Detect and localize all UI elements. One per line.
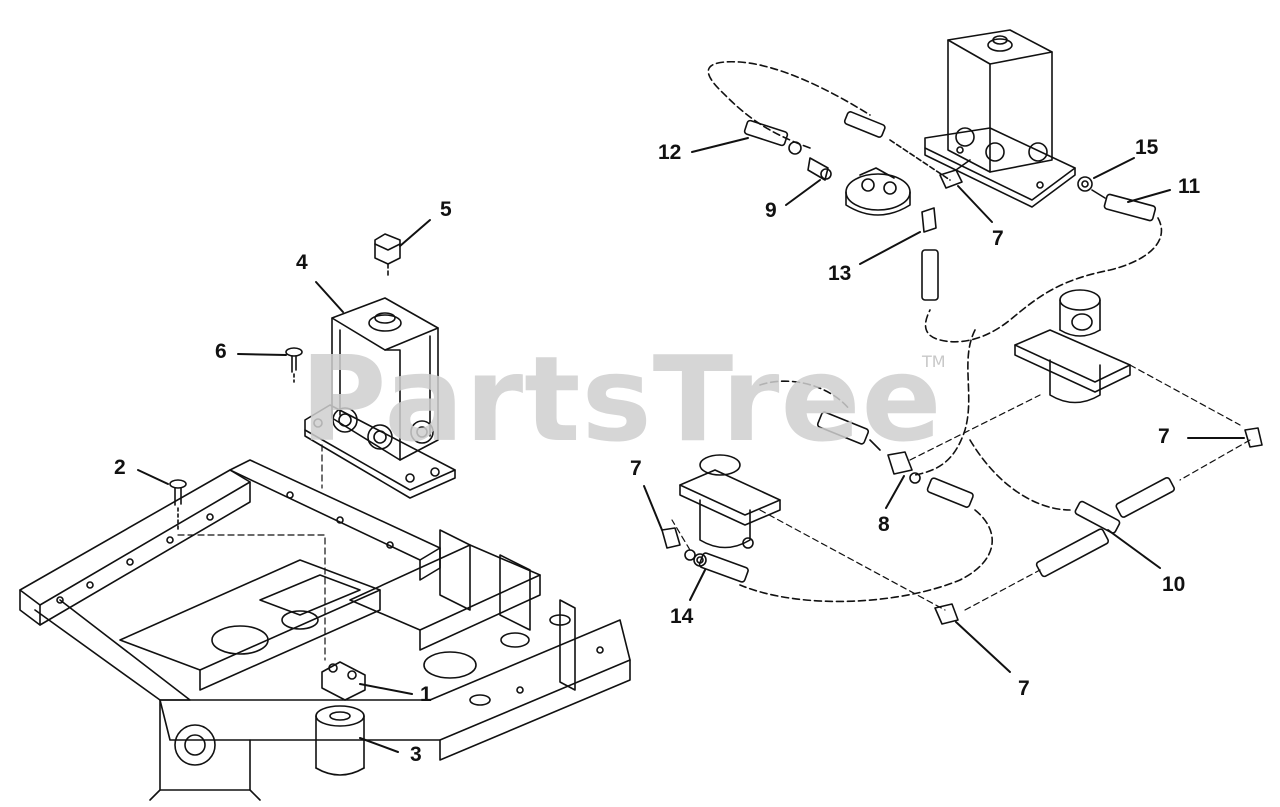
dashed-routing bbox=[671, 364, 1251, 611]
hose-12 bbox=[707, 60, 886, 155]
fitting-9 bbox=[807, 157, 832, 181]
fitting-13 bbox=[921, 207, 939, 301]
trademark-symbol: TM bbox=[922, 352, 946, 371]
fitting-15 bbox=[1077, 176, 1106, 199]
part-label-9: 9 bbox=[765, 199, 777, 222]
fitting-7-right bbox=[1244, 427, 1263, 448]
wheel-motor-left bbox=[679, 454, 781, 549]
oil-filter bbox=[315, 705, 365, 776]
part-label-6: 6 bbox=[215, 340, 227, 363]
upper-reservoir bbox=[924, 29, 1076, 208]
hose-11 bbox=[924, 193, 1163, 343]
hydraulic-pump bbox=[845, 167, 911, 216]
hose-upper-lines bbox=[759, 139, 976, 476]
leaders-left bbox=[137, 219, 431, 753]
part-label-5: 5 bbox=[440, 198, 452, 221]
part-label-7-right: 7 bbox=[1158, 425, 1170, 448]
part-label-12: 12 bbox=[658, 141, 682, 164]
fitting-8 bbox=[887, 451, 921, 484]
part-label-11: 11 bbox=[1178, 175, 1201, 198]
bolt-2 bbox=[169, 479, 187, 531]
part-label-13: 13 bbox=[828, 262, 852, 285]
part-label-1: 1 bbox=[420, 683, 432, 706]
fitting-14 bbox=[693, 553, 707, 567]
part-label-2: 2 bbox=[114, 456, 126, 479]
part-label-7-bottom: 7 bbox=[1018, 677, 1030, 700]
part-label-7-top: 7 bbox=[992, 227, 1004, 250]
fitting-7-top bbox=[939, 159, 971, 189]
fitting-7-left bbox=[661, 527, 681, 549]
part-label-8: 8 bbox=[878, 513, 890, 536]
chassis-frame bbox=[19, 459, 631, 801]
hose-lower bbox=[684, 477, 993, 603]
part-label-4: 4 bbox=[296, 251, 308, 274]
part-label-10: 10 bbox=[1162, 573, 1186, 596]
hydraulic-reservoir bbox=[304, 297, 456, 499]
part-label-15: 15 bbox=[1135, 136, 1159, 159]
assembly-lines-left bbox=[177, 444, 326, 661]
part-label-14: 14 bbox=[670, 605, 694, 628]
partstree-watermark: PartsTree bbox=[300, 330, 943, 468]
filter-head bbox=[321, 661, 366, 701]
reservoir-cap bbox=[374, 233, 401, 279]
leaders-right bbox=[643, 137, 1245, 673]
fitting-7-bottom bbox=[934, 603, 959, 625]
part-label-3: 3 bbox=[410, 743, 422, 766]
screw-6 bbox=[285, 347, 303, 383]
part-label-7-left: 7 bbox=[630, 457, 642, 480]
wheel-motor-right bbox=[1014, 289, 1131, 404]
